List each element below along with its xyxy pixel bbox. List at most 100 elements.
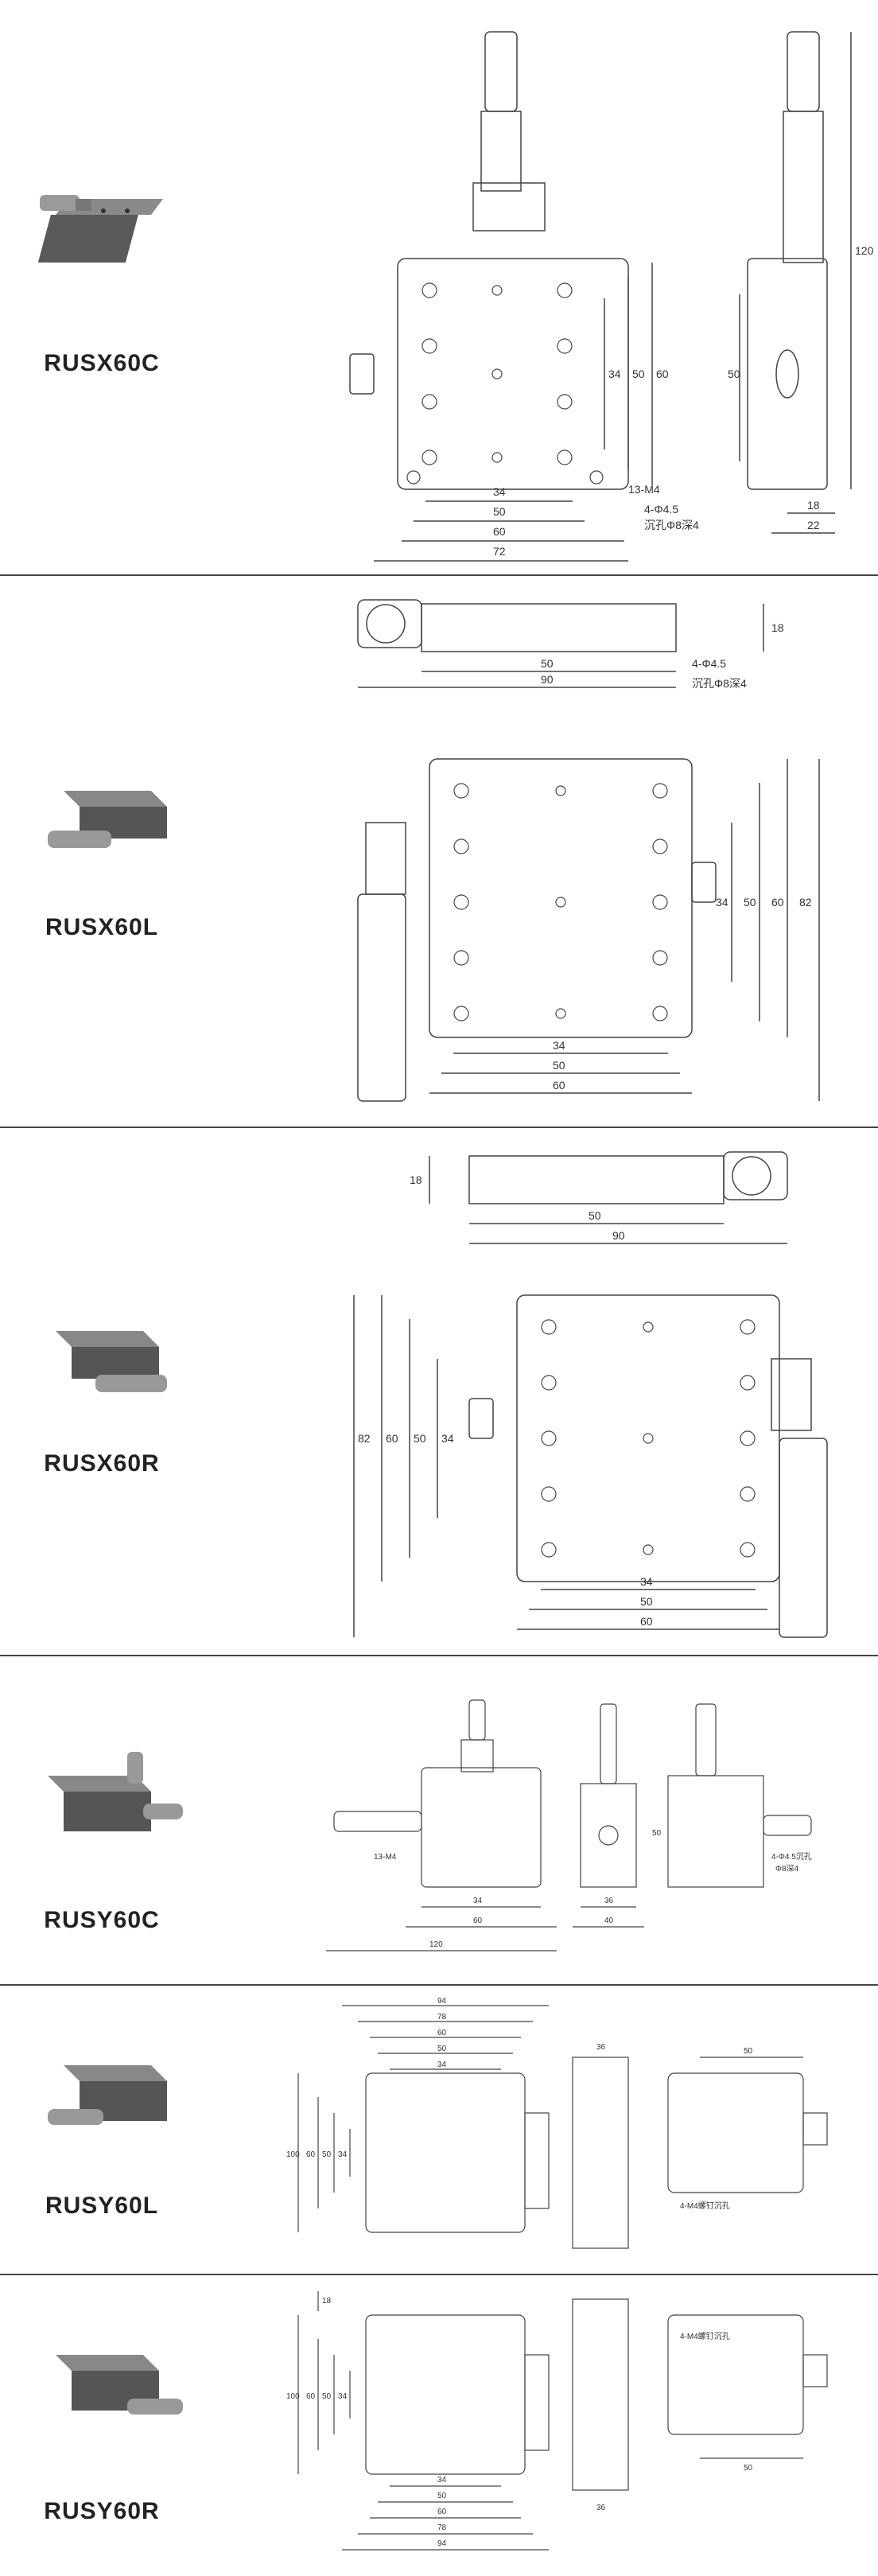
dim-label: 60	[553, 1079, 565, 1091]
dim-label: 50	[553, 1059, 565, 1072]
dim-label: 100	[286, 2150, 300, 2159]
product-photo	[37, 195, 163, 263]
dim-label: 60	[437, 2029, 447, 2037]
technical-drawing: 34 60 120 36 40 50 13-M4 4-Φ4.5沉孔 Φ8深4	[326, 1699, 812, 1951]
dim-label: 36	[604, 1897, 614, 1905]
section-divider	[0, 1984, 878, 1986]
technical-drawing: 34 50 60 78 94 100 60 50 34 36 50 18 4-M…	[286, 2291, 828, 2551]
note-label: 4-M4螺钉沉孔	[680, 2200, 730, 2211]
dim-label: 34	[493, 485, 506, 498]
dim-label: 82	[799, 896, 812, 909]
dim-label: 100	[286, 2392, 300, 2401]
technical-drawing: 94 78 60 50 34 100 60 50 34 36 50 4-M4螺钉…	[286, 1997, 828, 2249]
dim-label: 120	[429, 1940, 443, 1949]
dim-label: 40	[604, 1916, 614, 1925]
dim-label: 34	[553, 1039, 565, 1052]
note-label: 4-M4螺钉沉孔	[680, 2331, 730, 2341]
dim-label: 50	[414, 1432, 426, 1445]
dim-label: 60	[640, 1615, 653, 1628]
product-photo	[56, 1331, 167, 1392]
dim-label: 22	[807, 519, 820, 531]
product-section-rusx60l: RUSX60L	[0, 576, 878, 1125]
dim-label: 60	[306, 2392, 316, 2401]
dim-label: 90	[541, 673, 554, 686]
dim-label: 34	[437, 2476, 447, 2485]
dim-label: 72	[493, 545, 506, 558]
dim-label: 60	[771, 896, 784, 909]
product-section-rusy60c: RUSY60C 34 60 120 36	[0, 1656, 878, 1983]
dim-label: 60	[493, 525, 506, 538]
dim-label: 36	[596, 2504, 606, 2512]
note-label: 4-Φ4.5	[692, 657, 726, 670]
note-label: 4-Φ4.5沉孔	[771, 1851, 812, 1862]
dim-label: 34	[716, 896, 728, 909]
note-label: 13-M4	[628, 483, 660, 496]
dim-label: 34	[441, 1432, 454, 1445]
dim-label: 34	[437, 2060, 447, 2069]
dim-label: 90	[612, 1229, 625, 1242]
model-label: RUSY60L	[45, 2193, 159, 2219]
dim-label: 18	[322, 2297, 332, 2306]
dim-label: 34	[338, 2392, 348, 2401]
dim-label: 50	[493, 505, 506, 518]
dim-label: 18	[410, 1173, 422, 1186]
dim-label: 36	[596, 2043, 606, 2052]
section-divider	[0, 1127, 878, 1128]
dim-label: 60	[437, 2508, 447, 2516]
dim-label: 50	[437, 2492, 447, 2500]
dim-label: 94	[437, 1997, 447, 2006]
product-section-rusx60c: RUSX60C	[0, 0, 878, 573]
note-label: 沉孔Φ8深4	[644, 519, 699, 531]
model-label: RUSY60C	[44, 1907, 160, 1933]
dim-label: 34	[473, 1897, 483, 1905]
dim-label: 50	[744, 2047, 753, 2056]
section-divider	[0, 574, 878, 576]
dim-label: 50	[589, 1209, 601, 1222]
dim-label: 50	[322, 2392, 332, 2401]
dim-label: 82	[358, 1432, 371, 1445]
dim-label: 18	[771, 621, 784, 634]
product-photo	[56, 2355, 183, 2415]
section-divider	[0, 2274, 878, 2275]
technical-drawing: 34 50 60 72 34 50 60 13-M4 4-Φ4.5 沉孔Φ8深4…	[349, 31, 874, 562]
note-label: 13-M4	[374, 1853, 397, 1862]
dim-label: 60	[473, 1916, 483, 1925]
dim-label: 50	[728, 368, 740, 380]
dim-label: 34	[608, 368, 621, 380]
model-label: RUSY60R	[44, 2498, 160, 2524]
product-section-rusy60l: RUSY60L 94 78 60 50	[0, 1986, 878, 2272]
product-section-rusx60r: RUSX60R	[0, 1128, 878, 1653]
dim-label: 50	[437, 2045, 447, 2053]
dim-label: 60	[656, 368, 669, 380]
technical-drawing: 18 50 90 4-Φ4.5 沉孔Φ8深4 34 50 60 34 50 60…	[357, 599, 820, 1102]
dim-label: 120	[855, 244, 874, 257]
dim-label: 50	[744, 2464, 753, 2473]
product-photo	[48, 2065, 167, 2125]
dim-label: 78	[437, 2523, 447, 2532]
dim-label: 34	[338, 2150, 348, 2159]
technical-drawing: 18 50 90 34 50 60 34 50 60 82	[353, 1151, 828, 1638]
note-label: 4-Φ4.5	[644, 503, 678, 516]
dim-label: 50	[744, 896, 756, 909]
dim-label: 60	[306, 2150, 316, 2159]
model-label: RUSX60L	[45, 914, 159, 940]
dim-label: 78	[437, 2013, 447, 2021]
note-label: Φ8深4	[775, 1864, 799, 1874]
dim-label: 34	[640, 1575, 653, 1588]
model-label: RUSX60C	[44, 350, 160, 376]
dim-label: 50	[322, 2150, 332, 2159]
dim-label: 50	[652, 1829, 662, 1838]
dim-label: 18	[807, 499, 820, 512]
section-divider	[0, 1655, 878, 1656]
dim-label: 50	[632, 368, 645, 380]
model-label: RUSX60R	[44, 1450, 160, 1477]
dim-label: 94	[437, 2539, 447, 2548]
product-photo	[48, 1752, 183, 1831]
dim-label: 50	[640, 1595, 653, 1608]
dim-label: 60	[386, 1432, 398, 1445]
note-label: 沉孔Φ8深4	[692, 677, 747, 690]
product-photo	[48, 791, 167, 848]
product-section-rusy60r: RUSY60R 34 50 60	[0, 2275, 878, 2576]
dim-label: 50	[541, 657, 554, 670]
